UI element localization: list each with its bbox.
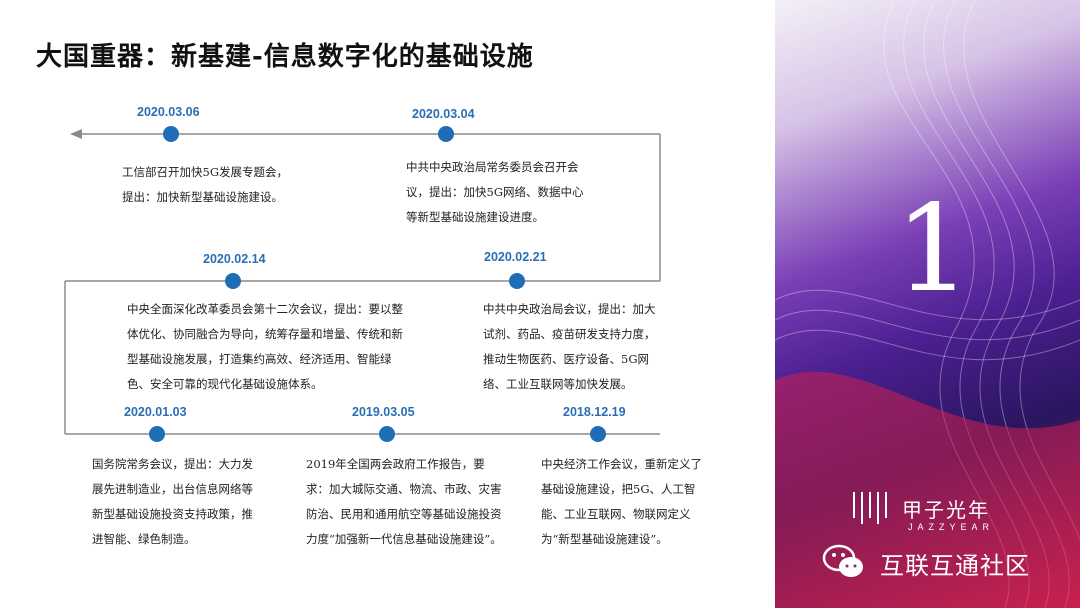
event-description: 中共中央政治局常务委员会召开会议，提出：加快5G网络、数据中心等新型基础设施建设… (406, 155, 592, 230)
event-description: 国务院常务会议，提出：大力发展先进制造业，出台信息网络等新型基础设施投资支持政策… (92, 452, 264, 552)
timeline-dot (163, 126, 179, 142)
brand-name: 甲子光年 (902, 494, 990, 523)
timeline-dot (509, 273, 525, 289)
event-date: 2019.03.05 (352, 405, 415, 419)
timeline-dot (379, 426, 395, 442)
event-date: 2018.12.19 (563, 405, 626, 419)
event-date: 2020.02.14 (203, 252, 266, 266)
timeline-dot (590, 426, 606, 442)
wechat-icon (822, 542, 866, 582)
timeline-dot (225, 273, 241, 289)
event-description: 中共中央政治局会议，提出：加大试剂、药品、疫苗研发支持力度，推动生物医药、医疗设… (483, 297, 663, 397)
event-description: 中央全面深化改革委员会第十二次会议，提出：要以整体优化、协同融合为导向，统筹存量… (127, 297, 411, 397)
event-description: 2019年全国两会政府工作报告，要求：加大城际交通、物流、市政、灾害防治、民用和… (306, 452, 502, 552)
timeline-arrow-icon (70, 129, 82, 139)
event-date: 2020.01.03 (124, 405, 187, 419)
brand-name-en: JAZZYEAR (908, 522, 994, 532)
event-date: 2020.03.04 (412, 107, 475, 121)
event-date: 2020.03.06 (137, 105, 200, 119)
event-date: 2020.02.21 (484, 250, 547, 264)
watermark-label: 互联互通社区 (880, 546, 1030, 581)
timeline-dot (438, 126, 454, 142)
slide-number: 1 (895, 180, 971, 319)
timeline-dot (149, 426, 165, 442)
event-description: 中央经济工作会议，重新定义了基础设施建设，把5G、人工智能、工业互联网、物联网定… (541, 452, 711, 552)
jazzyear-logo-icon (850, 488, 890, 528)
event-description: 工信部召开加快5G发展专题会，提出：加快新型基础设施建设。 (122, 160, 288, 210)
